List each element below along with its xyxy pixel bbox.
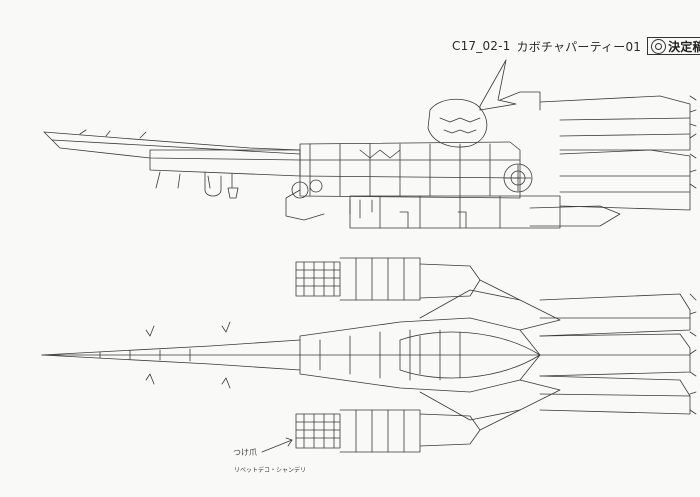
side-view	[43, 59, 697, 229]
approval-stamp: 決定稿	[647, 37, 700, 55]
stamp-label: 決定稿	[668, 39, 700, 54]
lower-rack	[295, 409, 521, 453]
sheet-code: C17_02-1	[452, 39, 511, 53]
annotation-label: つけ爪	[233, 448, 257, 457]
top-view	[41, 257, 697, 453]
seal-icon	[651, 38, 667, 54]
annotation-sublabel: リベットデコ・シャンデリ	[234, 467, 307, 474]
sheet-header: C17_02-1 カボチャパーティー01 決定稿	[452, 37, 700, 55]
sheet-title: カボチャパーティー01	[516, 39, 642, 54]
upper-rack	[295, 257, 521, 301]
